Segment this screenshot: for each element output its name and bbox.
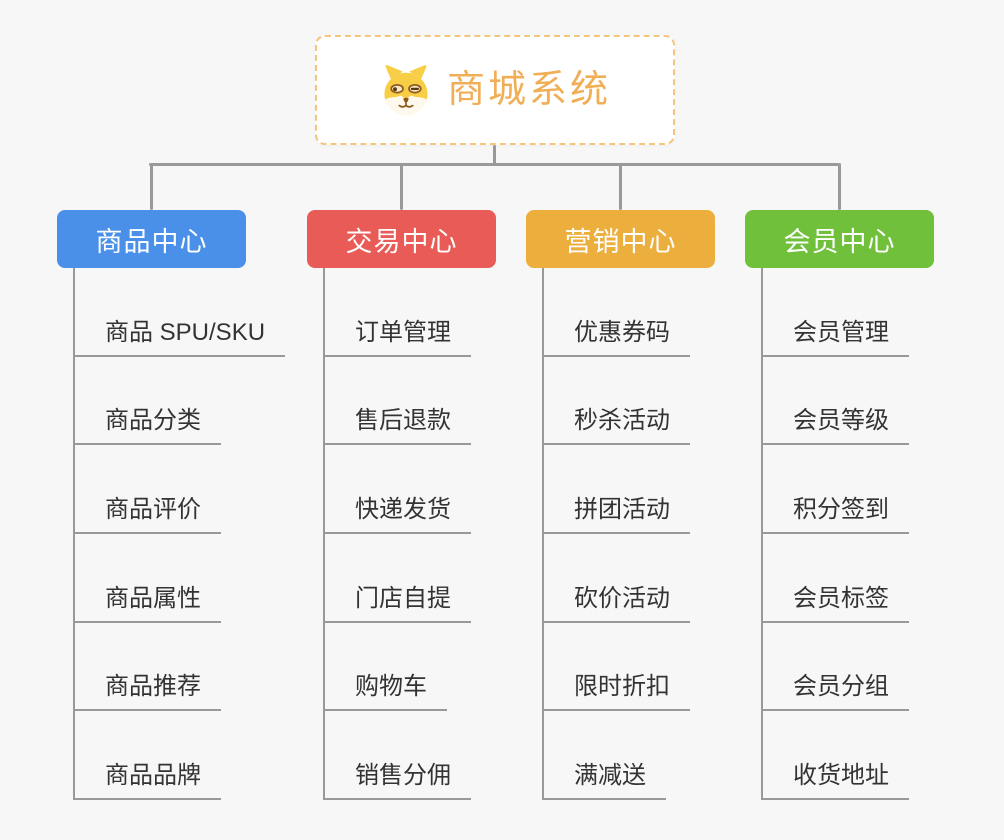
leaf-label: 会员管理 (761, 318, 909, 357)
branch-spine-line (542, 268, 544, 800)
leaf-label: 积分签到 (761, 495, 909, 534)
leaf-label: 购物车 (323, 672, 447, 712)
leaf-label: 售后退款 (323, 406, 471, 446)
leaf-node[interactable]: 商品评价 (73, 445, 285, 534)
leaf-node[interactable]: 收货地址 (761, 711, 909, 800)
leaf-label: 满减送 (542, 761, 666, 800)
leaf-node[interactable]: 会员标签 (761, 534, 909, 623)
leaf-node[interactable]: 商品属性 (73, 534, 285, 623)
branch-drop-line (619, 163, 622, 210)
leaf-label: 拼团活动 (542, 495, 690, 534)
leaf-node[interactable]: 售后退款 (323, 357, 471, 446)
branch-column-1: 商品中心商品 SPU/SKU 商品分类商品评价商品属性商品推荐商品品牌 (57, 163, 286, 800)
leaf-node[interactable]: 商品品牌 (73, 711, 285, 800)
branch-cross-bar-line (149, 163, 839, 166)
leaf-label: 快递发货 (323, 495, 471, 534)
leaf-node[interactable]: 门店自提 (323, 534, 471, 623)
branch-column-3: 营销中心优惠券码秒杀活动拼团活动砍价活动限时折扣满减送 (526, 163, 715, 800)
leaf-label: 会员标签 (761, 584, 909, 623)
leaf-node[interactable]: 会员分组 (761, 623, 909, 712)
leaf-label: 商品属性 (73, 584, 221, 623)
leaf-list: 优惠券码秒杀活动拼团活动砍价活动限时折扣满减送 (542, 268, 690, 800)
leaf-node[interactable]: 会员管理 (761, 268, 909, 357)
branch-column-4: 会员中心会员管理会员等级积分签到会员标签会员分组收货地址 (745, 163, 934, 800)
leaf-node[interactable]: 积分签到 (761, 445, 909, 534)
leaf-node[interactable]: 快递发货 (323, 445, 471, 534)
leaf-label: 会员等级 (761, 406, 909, 446)
leaf-label: 商品 SPU/SKU (73, 318, 286, 357)
leaf-label: 商品推荐 (73, 672, 221, 712)
leaf-label: 商品分类 (73, 406, 221, 446)
leaf-label: 门店自提 (323, 584, 471, 623)
leaf-label: 秒杀活动 (542, 406, 690, 446)
leaf-node[interactable]: 订单管理 (323, 268, 471, 357)
branch-node[interactable]: 商品中心 (57, 210, 246, 268)
leaf-node[interactable]: 销售分佣 (323, 711, 471, 800)
leaf-node[interactable]: 秒杀活动 (542, 357, 690, 446)
leaf-node[interactable]: 砍价活动 (542, 534, 690, 623)
leaf-list: 商品 SPU/SKU 商品分类商品评价商品属性商品推荐商品品牌 (73, 268, 286, 800)
branch-spine-line (73, 268, 75, 800)
leaf-label: 限时折扣 (542, 672, 690, 712)
leaf-label: 商品品牌 (73, 761, 221, 800)
root-node[interactable]: 商城系统 (315, 35, 675, 145)
leaf-node[interactable]: 限时折扣 (542, 623, 690, 712)
leaf-label: 商品评价 (73, 495, 221, 534)
branch-node[interactable]: 会员中心 (745, 210, 934, 268)
branch-node[interactable]: 交易中心 (307, 210, 496, 268)
branch-node[interactable]: 营销中心 (526, 210, 715, 268)
leaf-node[interactable]: 购物车 (323, 623, 471, 712)
branch-column-2: 交易中心订单管理售后退款快递发货门店自提购物车销售分佣 (307, 163, 496, 800)
leaf-label: 收货地址 (761, 761, 909, 800)
branch-drop-line (150, 163, 153, 210)
leaf-label: 销售分佣 (323, 761, 471, 800)
leaf-label: 会员分组 (761, 672, 909, 712)
branch-spine-line (323, 268, 325, 800)
leaf-node[interactable]: 商品分类 (73, 357, 285, 446)
leaf-list: 订单管理售后退款快递发货门店自提购物车销售分佣 (323, 268, 471, 800)
leaf-list: 会员管理会员等级积分签到会员标签会员分组收货地址 (761, 268, 909, 800)
leaf-node[interactable]: 拼团活动 (542, 445, 690, 534)
branch-drop-line (400, 163, 403, 210)
leaf-node[interactable]: 商品推荐 (73, 623, 285, 712)
leaf-label: 砍价活动 (542, 584, 690, 623)
leaf-node[interactable]: 优惠券码 (542, 268, 690, 357)
root-title: 商城系统 (446, 69, 611, 111)
root-stem-line (493, 145, 496, 165)
dog-face-icon (384, 65, 428, 116)
leaf-node[interactable]: 商品 SPU/SKU (73, 268, 286, 357)
branch-spine-line (761, 268, 763, 800)
leaf-label: 订单管理 (323, 318, 471, 357)
leaf-label: 优惠券码 (542, 318, 690, 357)
leaf-node[interactable]: 满减送 (542, 711, 690, 800)
leaf-node[interactable]: 会员等级 (761, 357, 909, 446)
branch-drop-line (838, 163, 841, 210)
